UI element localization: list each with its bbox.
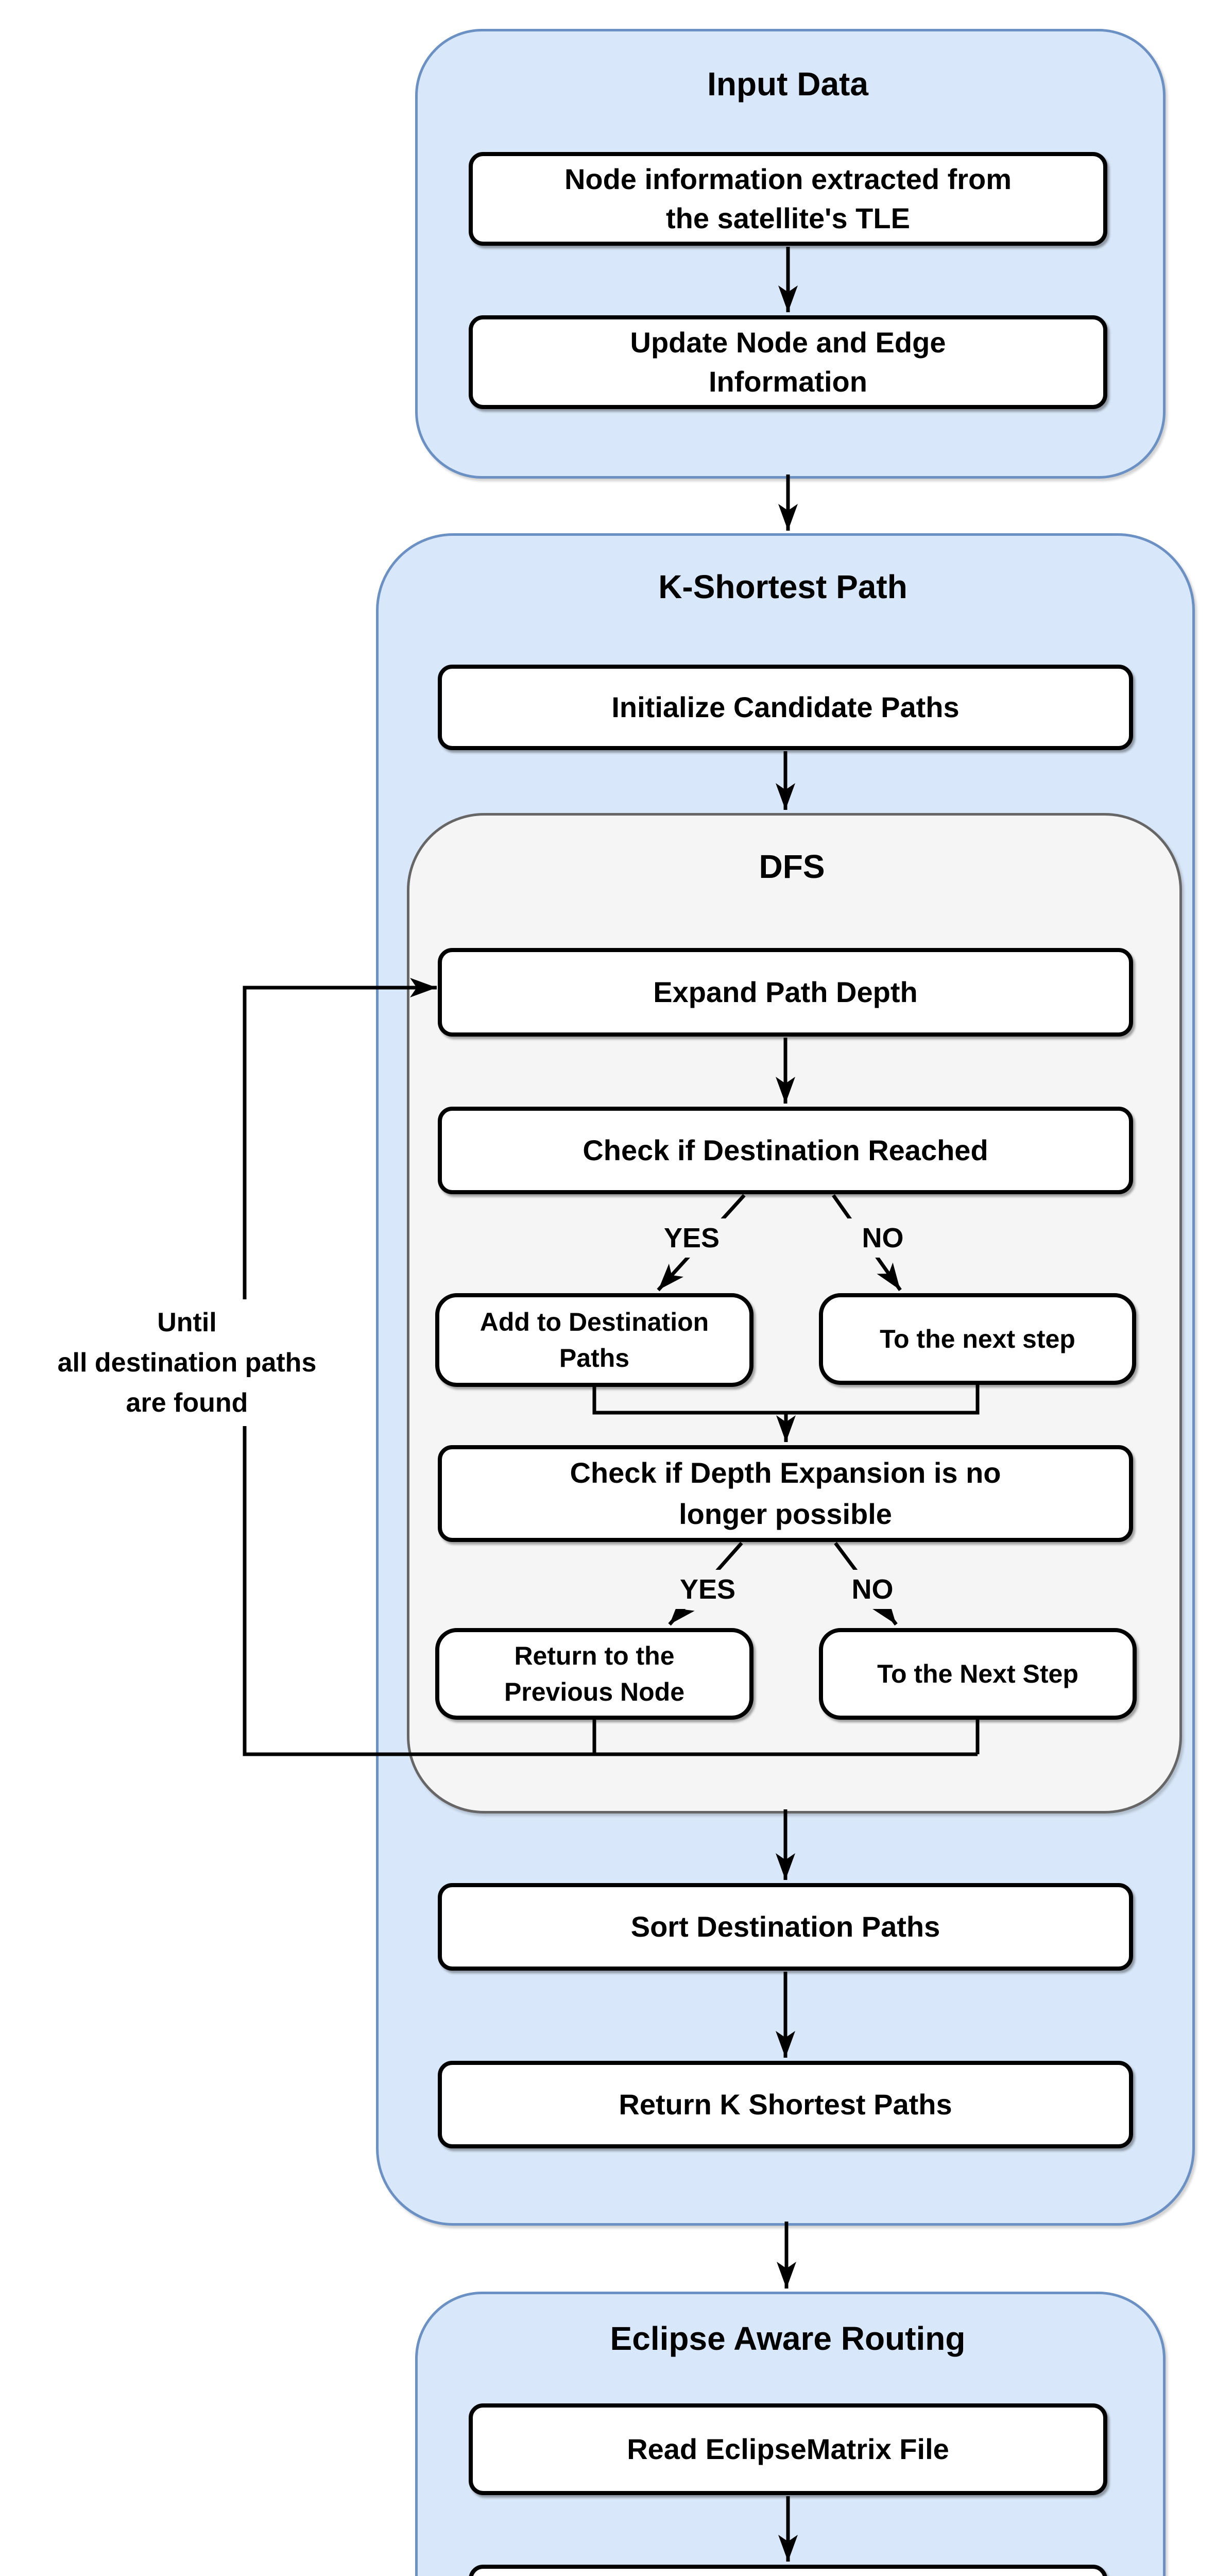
loop-annotation: Until all destination paths are found xyxy=(9,1299,365,1426)
step-check-depth-expansion: Check if Depth Expansion is no longer po… xyxy=(438,1445,1133,1542)
step-update-node-edge: Update Node and Edge Information xyxy=(469,315,1107,409)
k-shortest-path-title: K-Shortest Path xyxy=(658,568,907,605)
step-initialize-candidate-paths: Initialize Candidate Paths xyxy=(438,665,1133,750)
eclipse-aware-routing-title: Eclipse Aware Routing xyxy=(610,2320,966,2357)
step-calculate-energy-consumption: Calculate Energy Consumption xyxy=(469,2565,1107,2576)
label-no-1: NO xyxy=(848,1218,918,1258)
step-node-info-tle: Node information extracted from the sate… xyxy=(469,152,1107,246)
input-data-title: Input Data xyxy=(707,65,868,103)
step-read-eclipsematrix-file: Read EclipseMatrix File xyxy=(469,2403,1107,2495)
label-no-2: NO xyxy=(837,1570,907,1609)
dfs-title: DFS xyxy=(759,848,825,885)
step-check-destination-reached: Check if Destination Reached xyxy=(438,1107,1133,1194)
connector-merge-bus xyxy=(592,1384,980,1415)
step-to-the-next-step-1: To the next step xyxy=(819,1293,1136,1385)
step-return-to-previous-node: Return to the Previous Node xyxy=(435,1628,753,1720)
step-to-the-next-step-2: To the Next Step xyxy=(819,1628,1137,1720)
step-expand-path-depth: Expand Path Depth xyxy=(438,948,1133,1037)
step-add-to-destination-paths: Add to Destination Paths xyxy=(435,1293,753,1387)
step-sort-destination-paths: Sort Destination Paths xyxy=(438,1883,1133,1971)
label-yes-2: YES xyxy=(669,1570,746,1609)
label-yes-1: YES xyxy=(653,1218,730,1258)
step-return-k-shortest-paths: Return K Shortest Paths xyxy=(438,2061,1133,2148)
